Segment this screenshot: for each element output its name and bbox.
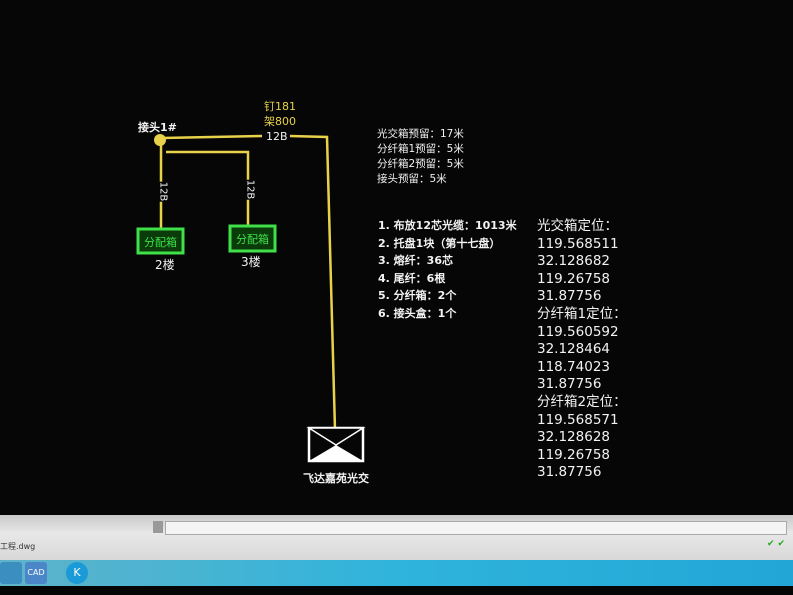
coord-value: 119.560592 [537, 323, 619, 340]
command-history-dropdown[interactable] [153, 521, 163, 533]
taskbar-cad-button[interactable]: CAD [25, 562, 47, 584]
box2-shape [228, 224, 277, 253]
note-line: 分纤箱2预留：5米 [377, 158, 464, 170]
note-line: 分纤箱1预留：5米 [377, 143, 464, 155]
cable-main-2 [289, 134, 337, 431]
command-input[interactable] [165, 521, 787, 535]
note-line: 光交箱预留：17米 [377, 128, 464, 140]
cable-label-mid: 12B [244, 179, 256, 200]
taskbar-start-icon[interactable] [0, 562, 22, 584]
joint-label: 接头1# [138, 121, 177, 134]
coord-value: 119.568571 [537, 411, 619, 428]
coord-value: 119.26758 [537, 446, 611, 463]
material-item: 2. 托盘1块（第十七盘） [378, 236, 501, 250]
cable-main [161, 134, 263, 140]
coord-value: 32.128628 [537, 429, 611, 446]
cable-label-top: 12B [266, 130, 288, 143]
joint-node [154, 134, 166, 146]
box2-label: 分配箱 [236, 233, 269, 246]
pole-label-1: 钉181 [264, 100, 296, 113]
cabinet-label: 飞达嘉苑光交 [303, 472, 369, 485]
coord-value: 119.26758 [537, 270, 611, 287]
material-list: 1. 布放12芯光缆：1013米 2. 托盘1块（第十七盘） 3. 熔纤：36芯… [378, 217, 517, 322]
box1-label: 分配箱 [144, 236, 177, 249]
reserve-notes: 光交箱预留：17米 分纤箱1预留：5米 分纤箱2预留：5米 接头预留：5米 [377, 127, 464, 187]
coordinate-list: 光交箱定位： 119.568511 32.128682 119.26758 31… [537, 218, 627, 482]
material-item: 6. 接头盒：1个 [378, 306, 457, 320]
material-item: 5. 分纤箱：2个 [378, 289, 457, 302]
status-file-text: 工程.dwg [0, 542, 36, 551]
material-item: 4. 尾纤：6根 [378, 271, 446, 285]
coord-value: 32.128464 [537, 341, 611, 358]
coord-heading: 分纤箱1定位： [537, 305, 627, 322]
fiber-diagram [136, 134, 366, 463]
cable-label-left: 12B [157, 181, 169, 202]
pole-label-2: 架800 [264, 115, 296, 128]
coord-value: 32.128682 [537, 253, 611, 270]
coord-value: 118.74023 [537, 358, 611, 375]
status-check-icon[interactable]: ✔ ✔ [767, 539, 785, 549]
coord-value: 31.87756 [537, 464, 602, 481]
cabinet-symbol [306, 426, 366, 463]
cad-drawing-canvas[interactable]: 接头1# 钉181 架800 12B 12B 12B 分配箱 2楼 分配箱 3楼… [0, 0, 793, 515]
coord-heading: 分纤箱2定位： [537, 393, 627, 410]
cable-to-box2 [166, 150, 250, 226]
coord-heading: 光交箱定位： [537, 218, 618, 234]
command-bar: 工程.dwg ✔ ✔ [0, 515, 793, 560]
note-line: 接头预留：5米 [377, 173, 447, 185]
taskbar: CAD K [0, 560, 793, 586]
coord-value: 119.568511 [537, 235, 619, 252]
coord-value: 31.87756 [537, 288, 602, 305]
taskbar-k-button[interactable]: K [66, 562, 88, 584]
box2-floor: 3楼 [241, 255, 261, 269]
coord-value: 31.87756 [537, 376, 602, 393]
box1-shape [136, 227, 185, 255]
box1-floor: 2楼 [155, 258, 175, 272]
material-item: 3. 熔纤：36芯 [378, 254, 453, 267]
material-item: 1. 布放12芯光缆：1013米 [378, 219, 517, 232]
